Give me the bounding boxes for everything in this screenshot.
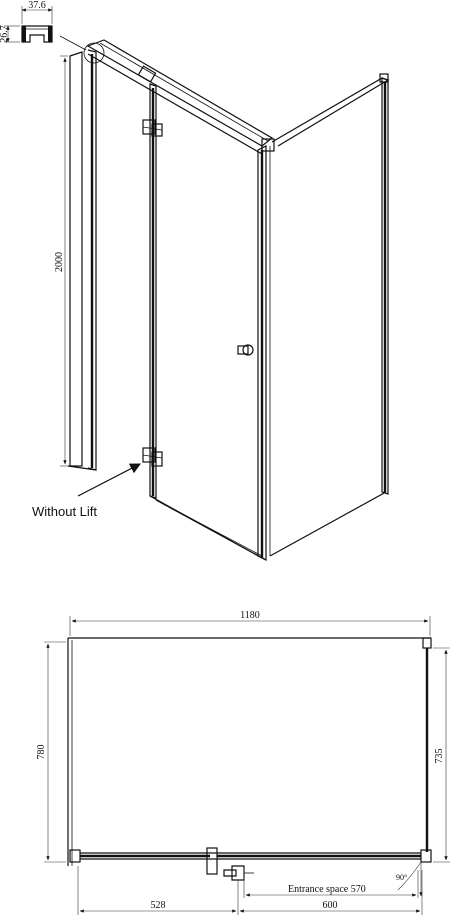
plan-width-label: 1180	[240, 610, 260, 621]
door-knob	[237, 344, 254, 356]
elevation-view: 2000 Without Lift	[32, 39, 390, 561]
detail-circle	[83, 42, 105, 64]
plan-view: 1180 90° 780 735	[36, 610, 450, 915]
left-segment-label: 528	[151, 900, 166, 911]
door-angle-label: 90°	[396, 873, 407, 882]
lower-hinge	[142, 447, 163, 467]
profile-height-label: 26.7	[0, 25, 10, 43]
upper-hinge	[142, 119, 163, 137]
profile-width-label: 37.6	[28, 0, 46, 11]
height-dimension-label: 2000	[54, 252, 65, 272]
without-lift-callout: Without Lift	[32, 504, 97, 519]
right-segment-label: 600	[323, 900, 338, 911]
profile-detail: 37.6 26.7	[0, 0, 87, 51]
plan-depth-label: 780	[36, 745, 47, 760]
fixed-side-label: 735	[434, 749, 445, 764]
entrance-space-label: Entrance space 570	[288, 884, 366, 895]
